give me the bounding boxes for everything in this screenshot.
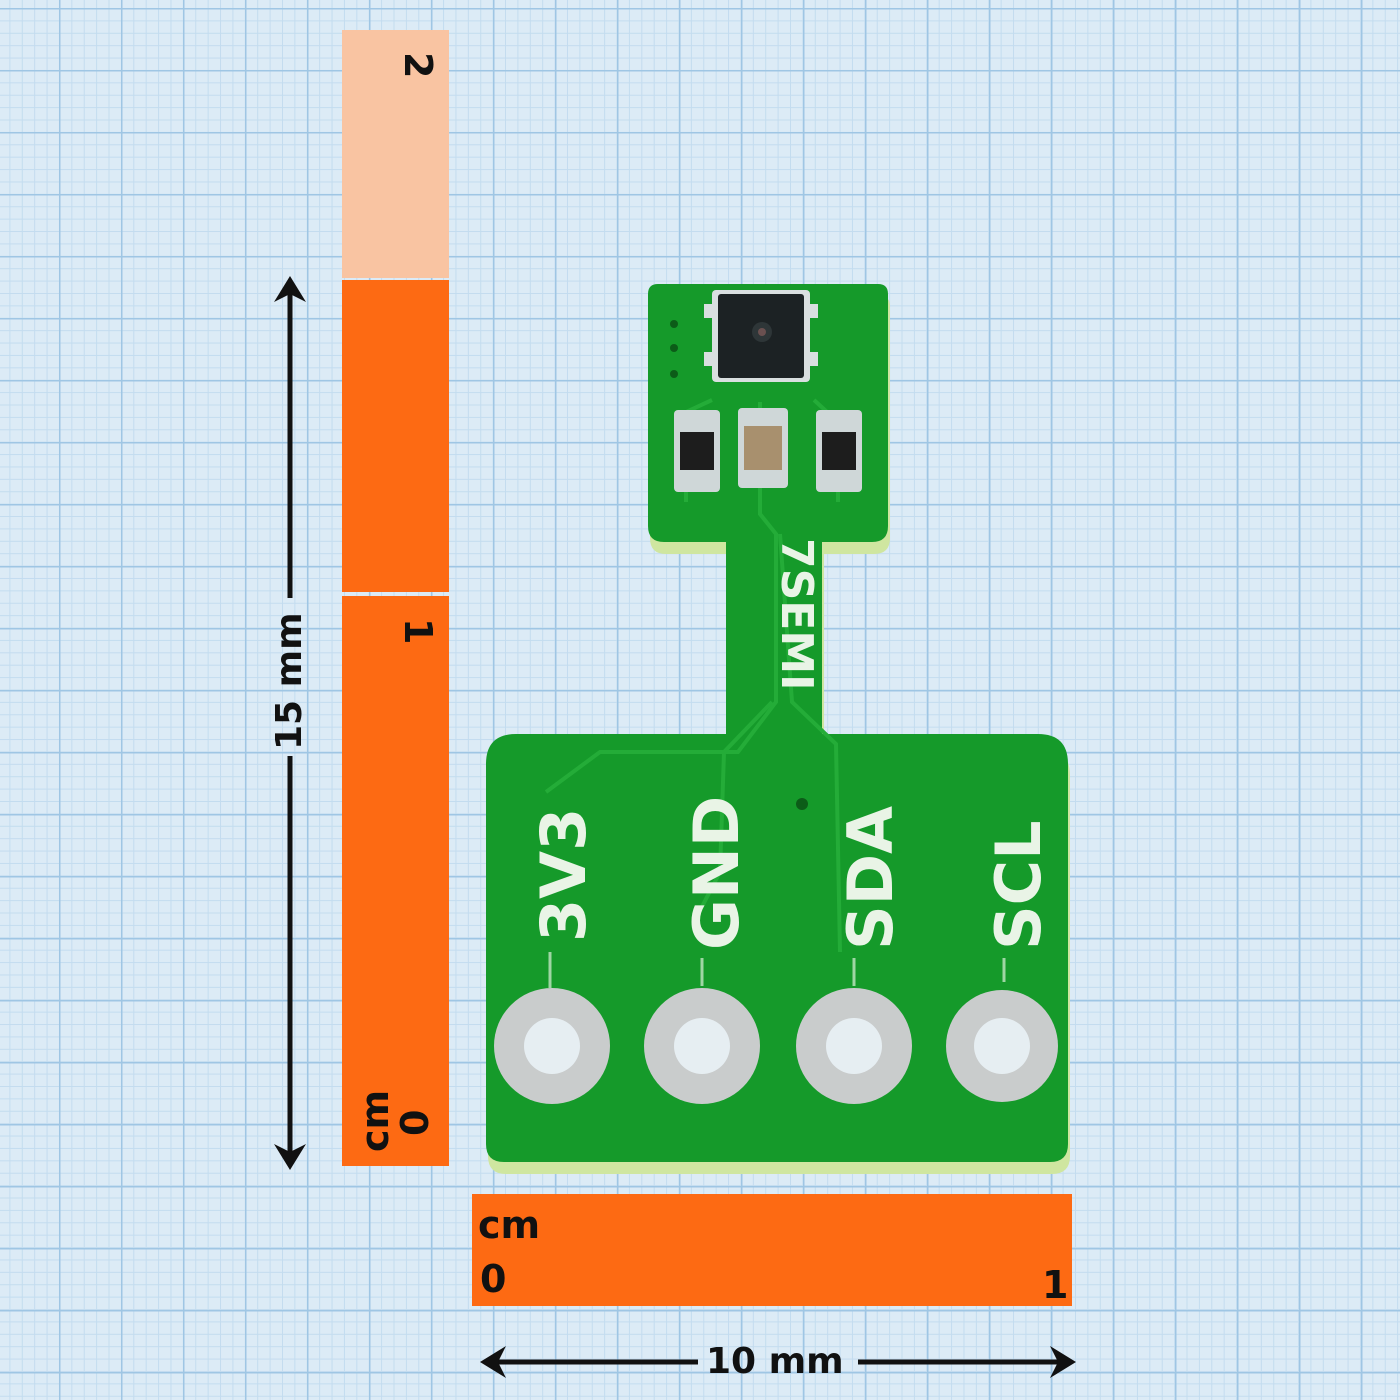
vertical-ruler-tick-2: 2 xyxy=(396,52,440,79)
vertical-ruler-middle-segment xyxy=(342,280,449,592)
pcb-board: 7SEMI 3V3 GND SDA SCL xyxy=(486,284,1070,1174)
pin-label-scl: SCL xyxy=(982,820,1055,950)
horizontal-ruler-unit: cm xyxy=(478,1203,541,1247)
vertical-dimension-label: 15 mm xyxy=(269,612,310,750)
vertical-dimension-arrow xyxy=(274,276,306,1170)
pin-pad-gnd xyxy=(644,988,760,1104)
vertical-ruler-tick-1: 1 xyxy=(396,618,440,645)
pin-pad-sda xyxy=(796,988,912,1104)
capacitor-center xyxy=(738,408,788,488)
board-brand-label: 7SEMI xyxy=(771,538,822,691)
vertical-ruler-tick-0: 0 xyxy=(393,1109,437,1136)
horizontal-dimension-label: 10 mm xyxy=(706,1341,844,1382)
horizontal-dimension-arrow xyxy=(480,1346,1076,1378)
vertical-ruler-unit: cm xyxy=(353,1089,397,1152)
pin-label-3v3: 3V3 xyxy=(527,808,600,942)
resistor-right xyxy=(816,410,862,492)
vertical-ruler-bottom-segment xyxy=(342,596,449,1166)
resistor-left xyxy=(674,410,720,492)
horizontal-ruler: cm 0 1 xyxy=(472,1194,1072,1306)
pin-label-sda: SDA xyxy=(834,806,907,950)
horizontal-ruler-tick-1: 1 xyxy=(1042,1263,1069,1307)
pin-pad-3v3 xyxy=(494,988,610,1104)
vertical-ruler-top-segment xyxy=(342,30,449,278)
pin-pad-scl xyxy=(946,990,1058,1102)
pin-label-gnd: GND xyxy=(680,796,753,950)
horizontal-ruler-tick-0: 0 xyxy=(480,1257,507,1301)
pcb-substrate xyxy=(486,284,1068,1162)
